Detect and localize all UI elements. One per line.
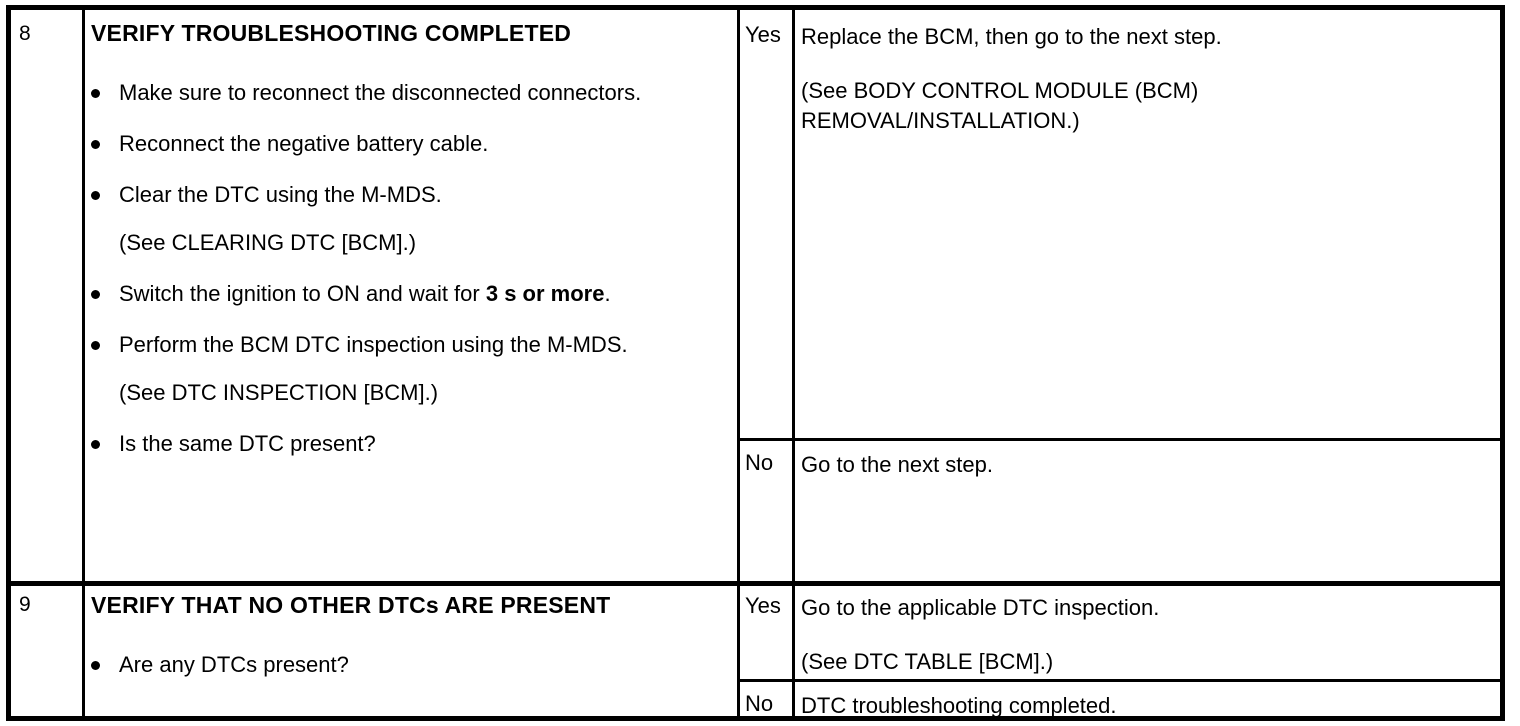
list-item: Switch the ignition to ON and wait for 3… [91,279,731,309]
bullet-text: Reconnect the negative battery cable. [119,131,489,156]
column-rule-result [737,10,740,716]
bullet-reference-note: (See CLEARING DTC [BCM].) [119,230,417,255]
bullet-text-prefix: Switch the ignition to ON and wait for [119,281,486,306]
result-label-yes: Yes [745,22,781,47]
inspection-bullet-list-9: Are any DTCs present? [91,650,731,680]
list-item: Clear the DTC using the M-MDS. (See CLEA… [91,180,731,258]
bullet-text-suffix: . [604,281,611,306]
result-label-no: No [745,691,774,716]
inspection-heading-9: VERIFY THAT NO OTHER DTCs ARE PRESENT [91,592,611,618]
result-label-cell-8-yes: Yes [745,22,791,52]
inspection-cell-8: VERIFY TROUBLESHOOTING COMPLETED Make su… [91,19,731,575]
step-number-8: 8 [19,22,31,45]
bullet-text: Clear the DTC using the M-MDS. [119,182,442,207]
row-rule-step9-yes-no-split [737,679,1500,682]
action-spacer [801,52,1491,76]
bullet-dot-icon [91,290,100,299]
step-number-cell-9: 9 [19,593,79,623]
list-item: Make sure to reconnect the disconnected … [91,78,731,108]
action-cell-8-no: Go to the next step. [801,450,1491,570]
column-rule-action [792,10,795,716]
bullet-dot-icon [91,191,100,200]
step-number-cell-8: 8 [19,22,79,52]
action-cell-9-no: DTC troubleshooting completed. [801,691,1491,723]
bullet-reference-note: (See DTC INSPECTION [BCM].) [119,380,439,405]
bullet-dot-icon [91,140,100,149]
action-line: DTC troubleshooting completed. [801,693,1117,718]
bullet-dot-icon [91,440,100,449]
action-line: Replace the BCM, then go to the next ste… [801,24,1222,49]
bullet-text-emphasis: 3 s or more [485,281,605,306]
action-line: Go to the applicable DTC inspection. [801,595,1160,620]
bullet-text: Perform the BCM DTC inspection using the… [119,332,628,357]
list-item: Perform the BCM DTC inspection using the… [91,330,731,408]
inspection-heading-8: VERIFY TROUBLESHOOTING COMPLETED [91,20,572,46]
bullet-dot-icon [91,89,100,98]
row-rule-step8-step9 [11,581,1500,586]
result-label-cell-8-no: No [745,450,791,480]
action-spacer [801,623,1491,647]
bullet-dot-icon [91,341,100,350]
action-line: (See DTC TABLE [BCM].) [801,649,1054,674]
bullet-text: Make sure to reconnect the disconnected … [119,80,642,105]
list-item: Reconnect the negative battery cable. [91,129,731,159]
action-cell-8-yes: Replace the BCM, then go to the next ste… [801,22,1491,422]
inspection-cell-9: VERIFY THAT NO OTHER DTCs ARE PRESENT Ar… [91,591,731,713]
bullet-text: Are any DTCs present? [119,652,349,677]
action-line: REMOVAL/INSTALLATION.) [801,108,1080,133]
list-item: Is the same DTC present? [91,429,731,459]
table-grid: 8 VERIFY TROUBLESHOOTING COMPLETED Make … [11,10,1500,718]
table-outer-border: 8 VERIFY TROUBLESHOOTING COMPLETED Make … [6,5,1505,721]
step-number-9: 9 [19,593,31,616]
action-cell-9-yes: Go to the applicable DTC inspection. (Se… [801,593,1491,677]
action-line: Go to the next step. [801,452,994,477]
action-line: (See BODY CONTROL MODULE (BCM) [801,78,1199,103]
inspection-bullet-list-8: Make sure to reconnect the disconnected … [91,78,731,459]
list-item: Are any DTCs present? [91,650,731,680]
bullet-text: Is the same DTC present? [119,431,376,456]
row-rule-step8-yes-no-split [737,438,1500,441]
result-label-yes: Yes [745,593,781,618]
result-label-cell-9-yes: Yes [745,593,791,623]
column-rule-step [82,10,85,716]
result-label-no: No [745,450,774,475]
bullet-dot-icon [91,661,100,670]
result-label-cell-9-no: No [745,691,791,721]
